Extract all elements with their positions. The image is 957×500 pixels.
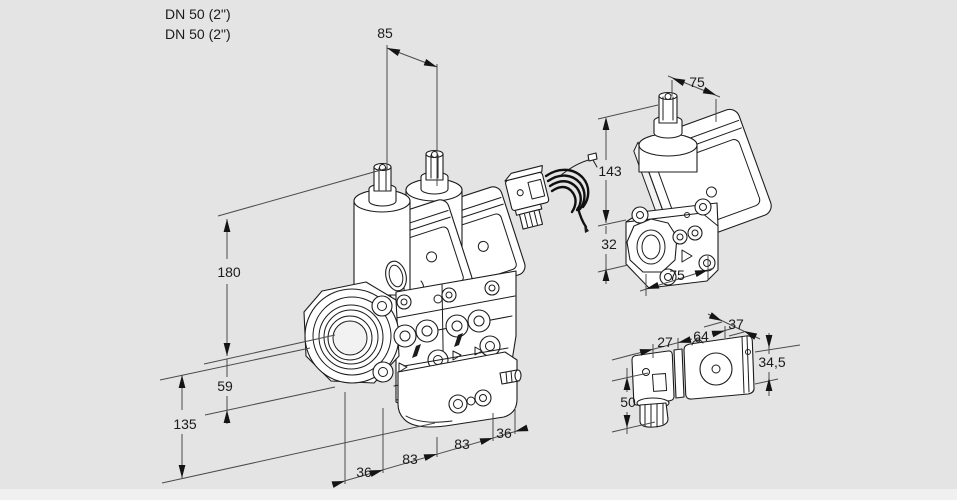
main-dimensions: 85 180 59 135 36 83 8 bbox=[159, 25, 529, 488]
side-view-drawing bbox=[625, 91, 772, 289]
port-label-1: DN 50 (2") bbox=[165, 6, 231, 22]
side-view-dimensions: 75 143 32 75 bbox=[597, 74, 721, 296]
dim-height-bottom: 135 bbox=[173, 416, 197, 432]
dim-plug-width: 27 bbox=[657, 334, 673, 350]
dim-height-flange: 59 bbox=[217, 378, 233, 394]
dim-coil-height: 34,5 bbox=[758, 354, 785, 370]
dim-chain-3: 83 bbox=[454, 436, 470, 452]
dim-chain-4: 36 bbox=[496, 425, 512, 441]
main-valve-drawing bbox=[303, 149, 598, 428]
dim-coil-depth: 37 bbox=[728, 316, 744, 332]
dim-chain-1: 36 bbox=[356, 464, 372, 480]
dim-side-width-top: 75 bbox=[689, 74, 705, 90]
page-bottom-strip bbox=[0, 489, 957, 500]
dim-solenoid-pitch: 85 bbox=[377, 25, 393, 41]
dim-side-height-top: 143 bbox=[598, 163, 622, 179]
dim-chain-2: 83 bbox=[402, 451, 418, 467]
dim-height-top: 180 bbox=[217, 264, 241, 280]
coil-dimensions: 27 64 37 34,5 50 bbox=[611, 312, 801, 434]
dim-coil-length: 64 bbox=[693, 328, 709, 344]
dim-plug-height: 50 bbox=[620, 394, 636, 410]
port-label-2: DN 50 (2") bbox=[165, 26, 231, 42]
dim-side-height-body: 32 bbox=[601, 236, 617, 252]
solenoid-coil-drawing bbox=[631, 335, 755, 428]
dim-side-width-bottom: 75 bbox=[669, 267, 685, 283]
